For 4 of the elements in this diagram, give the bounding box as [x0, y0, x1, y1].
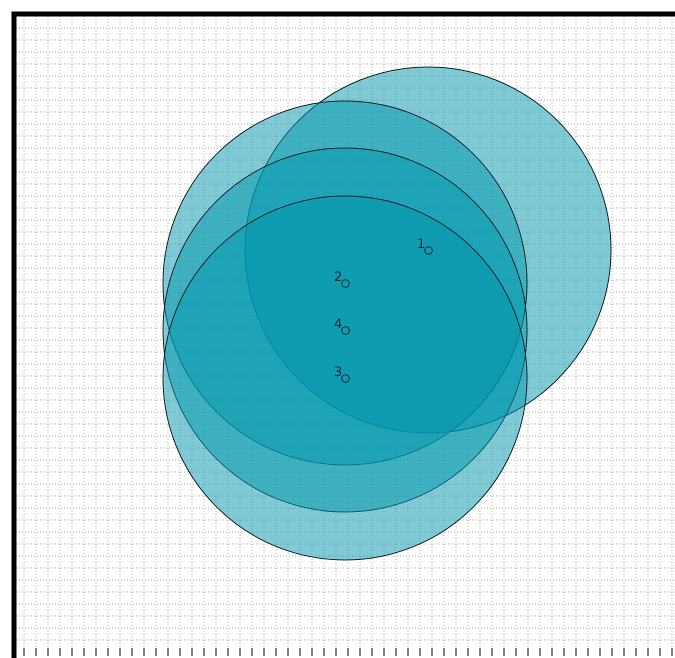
point-number: 3	[334, 366, 342, 379]
point-number: 2	[334, 271, 342, 284]
point-number: 4	[334, 318, 342, 331]
point-number: 1	[417, 238, 426, 251]
